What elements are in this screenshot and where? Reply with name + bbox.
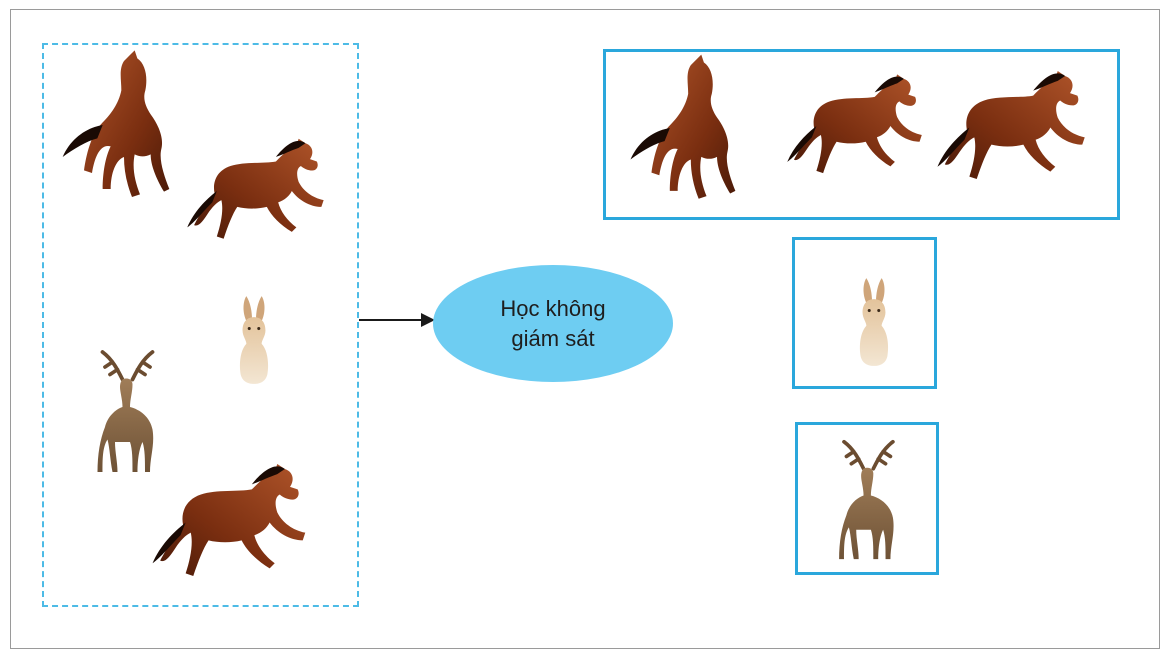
- deer-icon: [95, 350, 156, 474]
- process-label-line2: giám sát: [511, 325, 595, 351]
- process-label-line1: Học không: [500, 295, 606, 321]
- horse-icon: [62, 50, 170, 198]
- horse-icon: [937, 71, 1085, 180]
- horse-icon: [187, 138, 324, 239]
- horse-icon: [630, 54, 736, 199]
- input-data-box: [42, 43, 359, 607]
- rabbit-icon: [859, 278, 889, 366]
- horse-icon: [787, 74, 922, 174]
- rabbit-icon: [239, 296, 269, 384]
- unsupervised-learning-node: Học không giám sát: [433, 265, 673, 382]
- deer-icon: [837, 439, 896, 561]
- arrow-right-icon: [359, 313, 435, 327]
- horse-icon: [152, 463, 306, 576]
